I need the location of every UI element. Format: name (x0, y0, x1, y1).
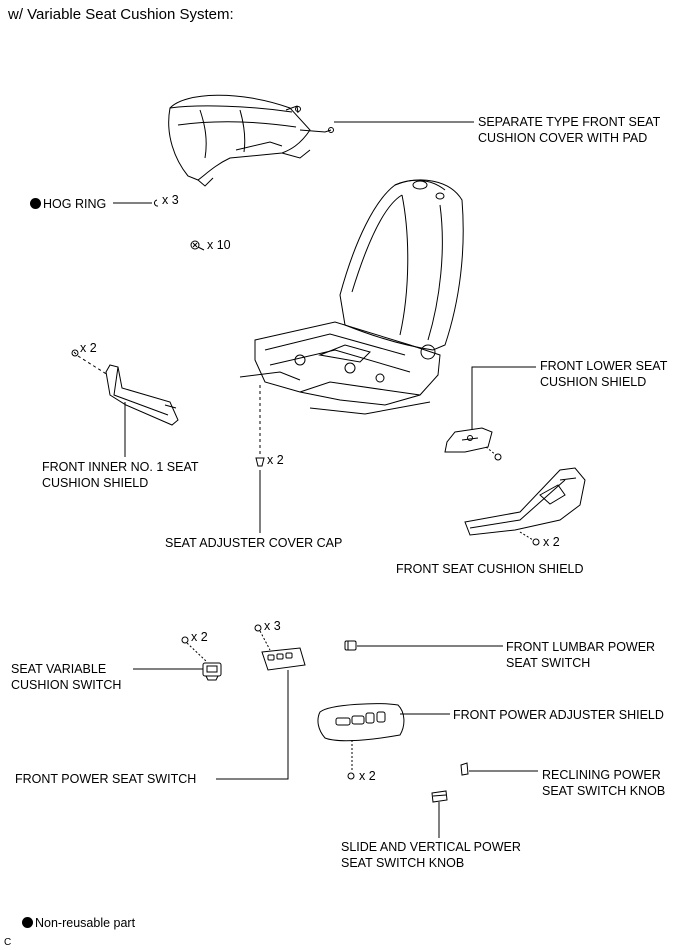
seat-cushion-cover-part (168, 94, 334, 187)
variable-switch-part (202, 662, 222, 681)
qty-cap: x 2 (267, 453, 284, 467)
adjuster-shield-screw-icon (347, 772, 355, 780)
seat-frame-part (239, 321, 441, 415)
leader-power-switch (216, 670, 289, 780)
label-line: CUSHION SHIELD (540, 375, 647, 389)
dash-cushion-shield (519, 531, 534, 541)
non-reusable-dot-icon (22, 917, 33, 928)
label-text: HOG RING (43, 197, 107, 211)
label-adjuster-shield: FRONT POWER ADJUSTER SHIELD (453, 708, 664, 722)
inner-shield-part (105, 364, 179, 426)
label-line: FRONT LUMBAR POWER (506, 640, 656, 654)
dash-lower-shield (485, 446, 497, 456)
label-line: SEAT SWITCH (506, 656, 591, 670)
dash-power-switch (259, 630, 271, 651)
legend-text: Non-reusable part (35, 916, 136, 930)
label-adjuster-cap: SEAT ADJUSTER COVER CAP (165, 536, 343, 550)
qty-adjuster-shield-screw: x 2 (359, 769, 376, 783)
label-line: FRONT LOWER SEAT (540, 359, 668, 373)
lower-shield-screw-icon (494, 453, 502, 461)
variable-switch-screw-icon (181, 636, 189, 644)
label-line: RECLINING POWER (542, 768, 661, 782)
qty-cushion-shield-screw: x 2 (543, 535, 560, 549)
qty-power-switch-screw: x 3 (264, 619, 281, 633)
label-line: CUSHION SWITCH (11, 678, 122, 692)
legend-non-reusable: Non-reusable part (22, 916, 135, 931)
hog-ring-icon (153, 199, 159, 207)
qty-inner-shield-screw: x 2 (80, 341, 97, 355)
qty-seat-screw: x 10 (207, 238, 231, 252)
label-line: SEAT SWITCH KNOB (542, 784, 666, 798)
label-hog-ring: HOG RING (30, 196, 106, 212)
dash-variable-switch (186, 642, 208, 663)
qty-hog-ring: x 3 (162, 193, 179, 207)
power-switch-part (261, 647, 306, 671)
inner-shield-screw-icon (71, 349, 79, 357)
label-line: SEPARATE TYPE FRONT SEAT (478, 115, 661, 129)
adjuster-shield-part (317, 703, 405, 742)
label-line: SLIDE AND VERTICAL POWER (341, 840, 521, 854)
figure-code: C (4, 937, 12, 948)
dash-inner-shield (77, 355, 109, 376)
slide-knob-part (431, 790, 448, 803)
power-switch-screw-icon (254, 624, 262, 632)
label-lumbar-switch: FRONT LUMBAR POWER SEAT SWITCH (506, 639, 655, 671)
label-line: FRONT INNER NO. 1 SEAT (42, 460, 199, 474)
label-variable-switch: SEAT VARIABLE CUSHION SWITCH (11, 661, 121, 693)
label-cushion-shield: FRONT SEAT CUSHION SHIELD (396, 562, 584, 576)
cover-cap-icon (255, 457, 265, 467)
label-line: CUSHION SHIELD (42, 476, 149, 490)
cushion-shield-part (464, 467, 586, 536)
label-power-switch: FRONT POWER SEAT SWITCH (15, 772, 197, 786)
label-line: SEAT SWITCH KNOB (341, 856, 465, 870)
label-inner-shield: FRONT INNER NO. 1 SEAT CUSHION SHIELD (42, 459, 199, 491)
non-reusable-dot-icon (30, 198, 41, 209)
label-reclining-knob: RECLINING POWER SEAT SWITCH KNOB (542, 767, 665, 799)
lumbar-switch-part (344, 640, 357, 651)
label-cushion-cover: SEPARATE TYPE FRONT SEAT CUSHION COVER W… (478, 114, 660, 146)
page-title: w/ Variable Seat Cushion System: (8, 6, 234, 23)
label-lower-shield: FRONT LOWER SEAT CUSHION SHIELD (540, 358, 667, 390)
label-line: SEAT VARIABLE (11, 662, 107, 676)
seat-back-part (339, 179, 464, 351)
screw-icon (190, 240, 205, 251)
lower-shield-part (444, 427, 493, 453)
qty-variable-switch-screw: x 2 (191, 630, 208, 644)
reclining-knob-part (460, 762, 469, 776)
label-line: CUSHION COVER WITH PAD (478, 131, 648, 145)
cushion-shield-screw-icon (532, 538, 540, 546)
leader-lower-shield (471, 366, 536, 430)
label-slide-knob: SLIDE AND VERTICAL POWER SEAT SWITCH KNO… (341, 839, 521, 871)
